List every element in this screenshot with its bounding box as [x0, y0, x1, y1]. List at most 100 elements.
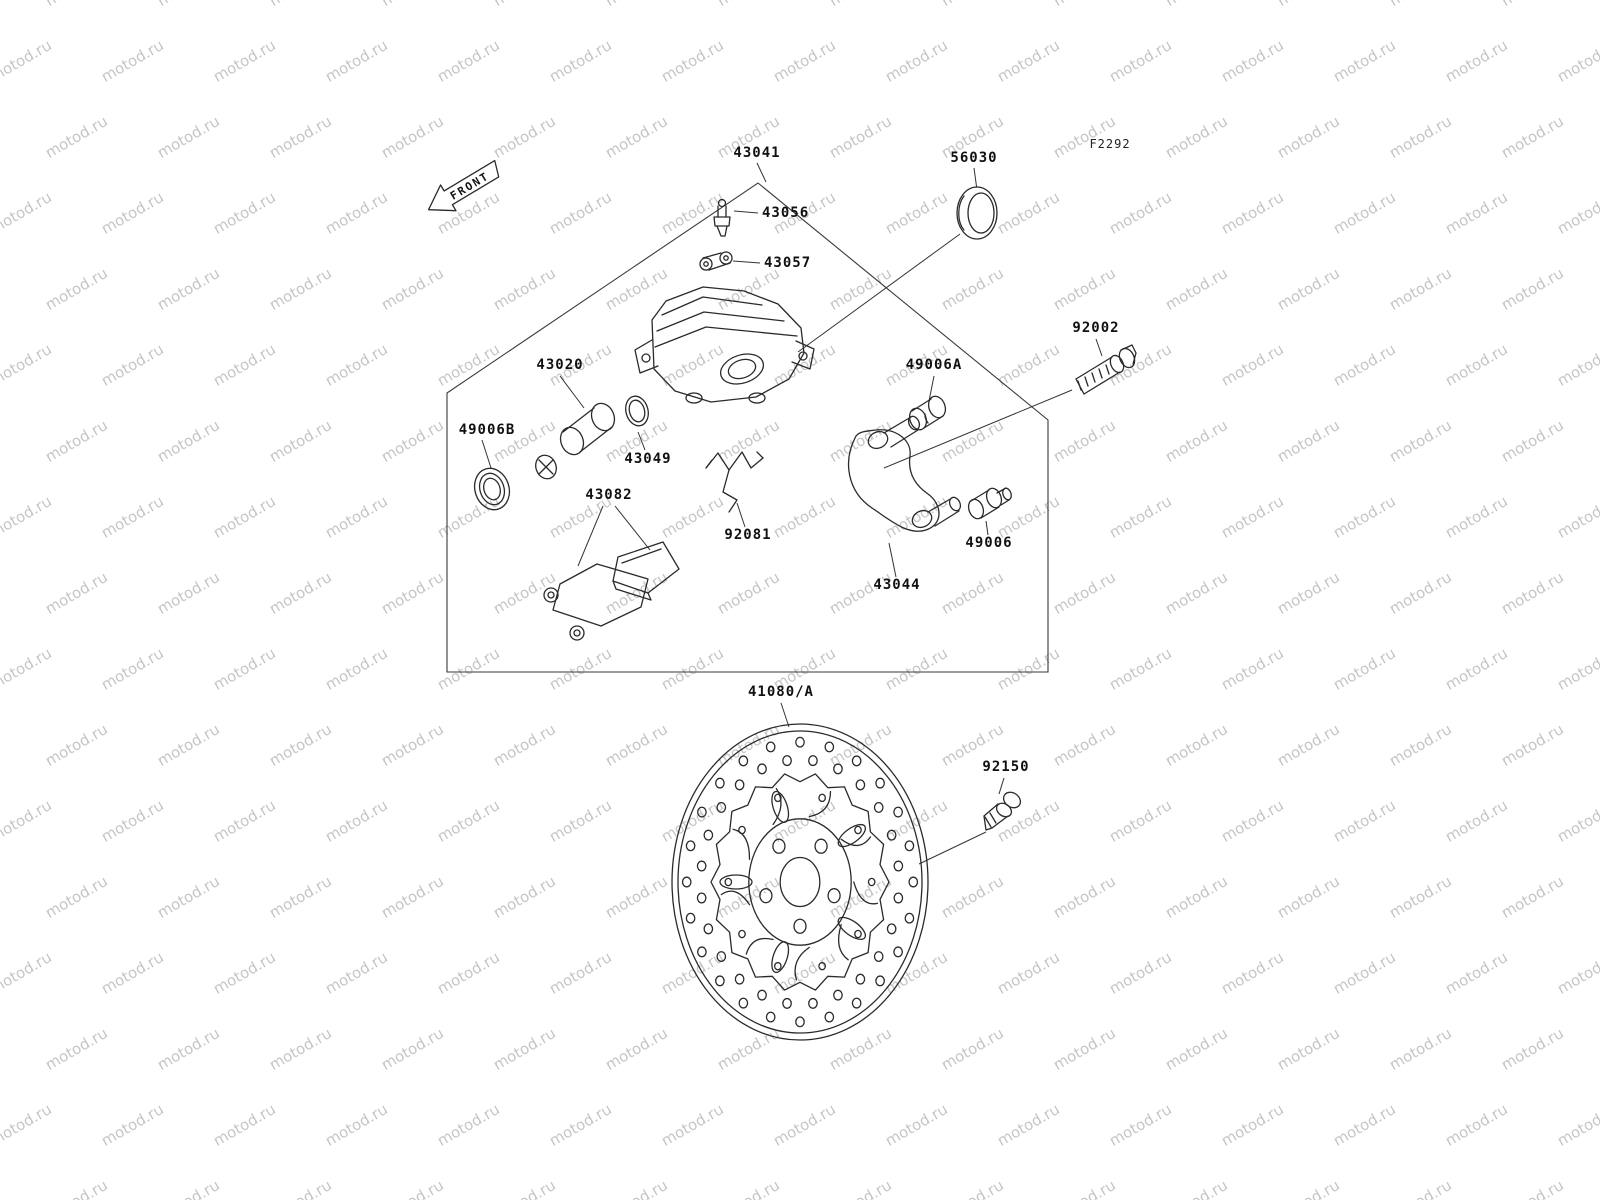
diagram-shape — [547, 591, 555, 599]
disc-shape — [782, 755, 792, 767]
diagram-shape — [559, 375, 585, 409]
disc-shape — [738, 825, 746, 835]
diagram-shape — [612, 580, 652, 601]
diagram-shape — [985, 520, 989, 536]
pin-49006-part — [967, 487, 1012, 520]
diagram-shape — [927, 395, 947, 419]
spring-part — [705, 451, 764, 513]
disc-shape — [765, 1011, 776, 1023]
part-labels: 43041 56030 43056 43057 43020 49006B 430… — [459, 145, 1119, 775]
diagram-shape — [958, 195, 965, 231]
disc-shape — [833, 989, 843, 1001]
diagram-shape — [984, 812, 997, 828]
disc-shape — [893, 946, 903, 958]
diagram-shape — [723, 255, 729, 261]
disc-shape — [793, 918, 807, 934]
disc-shape — [908, 876, 919, 888]
diagram-shape — [473, 467, 511, 511]
diagram-shape — [983, 815, 993, 831]
disc-shape — [696, 892, 707, 904]
disc-shape — [748, 818, 852, 946]
disc-shape — [715, 975, 725, 987]
disc-shape — [671, 723, 929, 1041]
disc-shape — [720, 890, 751, 906]
diagram-shape — [948, 496, 962, 512]
diagram-shape — [797, 233, 961, 353]
disc-shape — [855, 973, 866, 985]
disc-shape — [724, 877, 733, 887]
part-label-43020: 43020 — [536, 357, 583, 373]
diagram-shape — [967, 192, 995, 234]
disc-shape — [677, 730, 923, 1034]
diagram-shape — [748, 392, 766, 404]
diagram-shape — [970, 489, 1000, 519]
diagram-shape — [427, 159, 500, 212]
disc-shape — [794, 946, 810, 981]
disc-shape — [873, 801, 884, 813]
diagram-shape — [733, 210, 759, 214]
diagram-shape — [995, 802, 1013, 818]
disc-shape — [808, 997, 818, 1009]
disc-shape — [681, 876, 692, 888]
disc-shape — [757, 989, 767, 1001]
diagram-shape — [998, 777, 1005, 795]
disc-shape — [732, 828, 751, 860]
diagram-shape — [780, 702, 790, 728]
disc-shape — [867, 877, 876, 887]
diagram-shape — [621, 548, 662, 564]
seal-43049-part — [625, 395, 649, 427]
disc-shape — [715, 777, 725, 789]
front-direction-arrow: FRONT — [427, 159, 500, 212]
diagram-shape — [907, 415, 921, 431]
disc-shape — [782, 997, 792, 1009]
disc-shape — [853, 881, 879, 905]
bolt-92002-part — [1075, 344, 1137, 395]
part-label-92002: 92002 — [1072, 320, 1119, 336]
diagram-shape — [699, 257, 713, 271]
diagram-shape — [1095, 338, 1103, 357]
diagram-shape — [719, 353, 765, 385]
disc-shape — [893, 892, 904, 904]
diagram-shape — [641, 353, 651, 363]
diagram-shape — [867, 430, 889, 450]
disc-shape — [771, 941, 790, 974]
diagram-shape — [483, 477, 501, 501]
diagram-shape — [722, 469, 738, 513]
diagram-shape — [637, 431, 646, 451]
diagram-shape — [559, 426, 585, 456]
diagram-shape — [702, 252, 731, 271]
diagram-shape — [543, 587, 559, 603]
diagram-shape — [612, 541, 680, 594]
diagram-shape — [716, 225, 728, 237]
cap-part — [956, 186, 998, 240]
disc-shape — [854, 825, 862, 835]
disc-shape — [824, 1011, 835, 1023]
diagram-shape — [732, 260, 761, 264]
diagram-shape — [791, 340, 815, 370]
diagram-shape — [656, 311, 785, 332]
diagram-shape — [883, 416, 919, 448]
diagram-shape — [928, 375, 935, 402]
diagram-shape — [756, 162, 767, 183]
disc-shape — [827, 888, 841, 904]
diagram-shape — [883, 389, 1073, 469]
diagram-shape — [654, 326, 798, 348]
diagram-shape — [703, 261, 709, 267]
diagram-shape — [713, 216, 731, 227]
part-label-43057: 43057 — [764, 255, 811, 271]
disc-shape — [855, 779, 866, 791]
disc-shape — [738, 755, 749, 767]
diagram-shape — [1002, 791, 1022, 809]
diagram-shape — [798, 351, 808, 361]
caliper-body-part — [634, 286, 815, 404]
bleed-valve-part — [713, 198, 731, 237]
diagram-shape — [924, 413, 929, 424]
disc-shape — [851, 755, 862, 767]
disc-shape — [685, 912, 696, 924]
diagram-shape — [1002, 487, 1012, 501]
diagram-shape — [1075, 378, 1085, 395]
part-label-43044: 43044 — [873, 577, 920, 593]
pad-set-part — [543, 541, 680, 641]
diagram-shape — [481, 439, 492, 469]
clamp-part — [699, 251, 733, 271]
